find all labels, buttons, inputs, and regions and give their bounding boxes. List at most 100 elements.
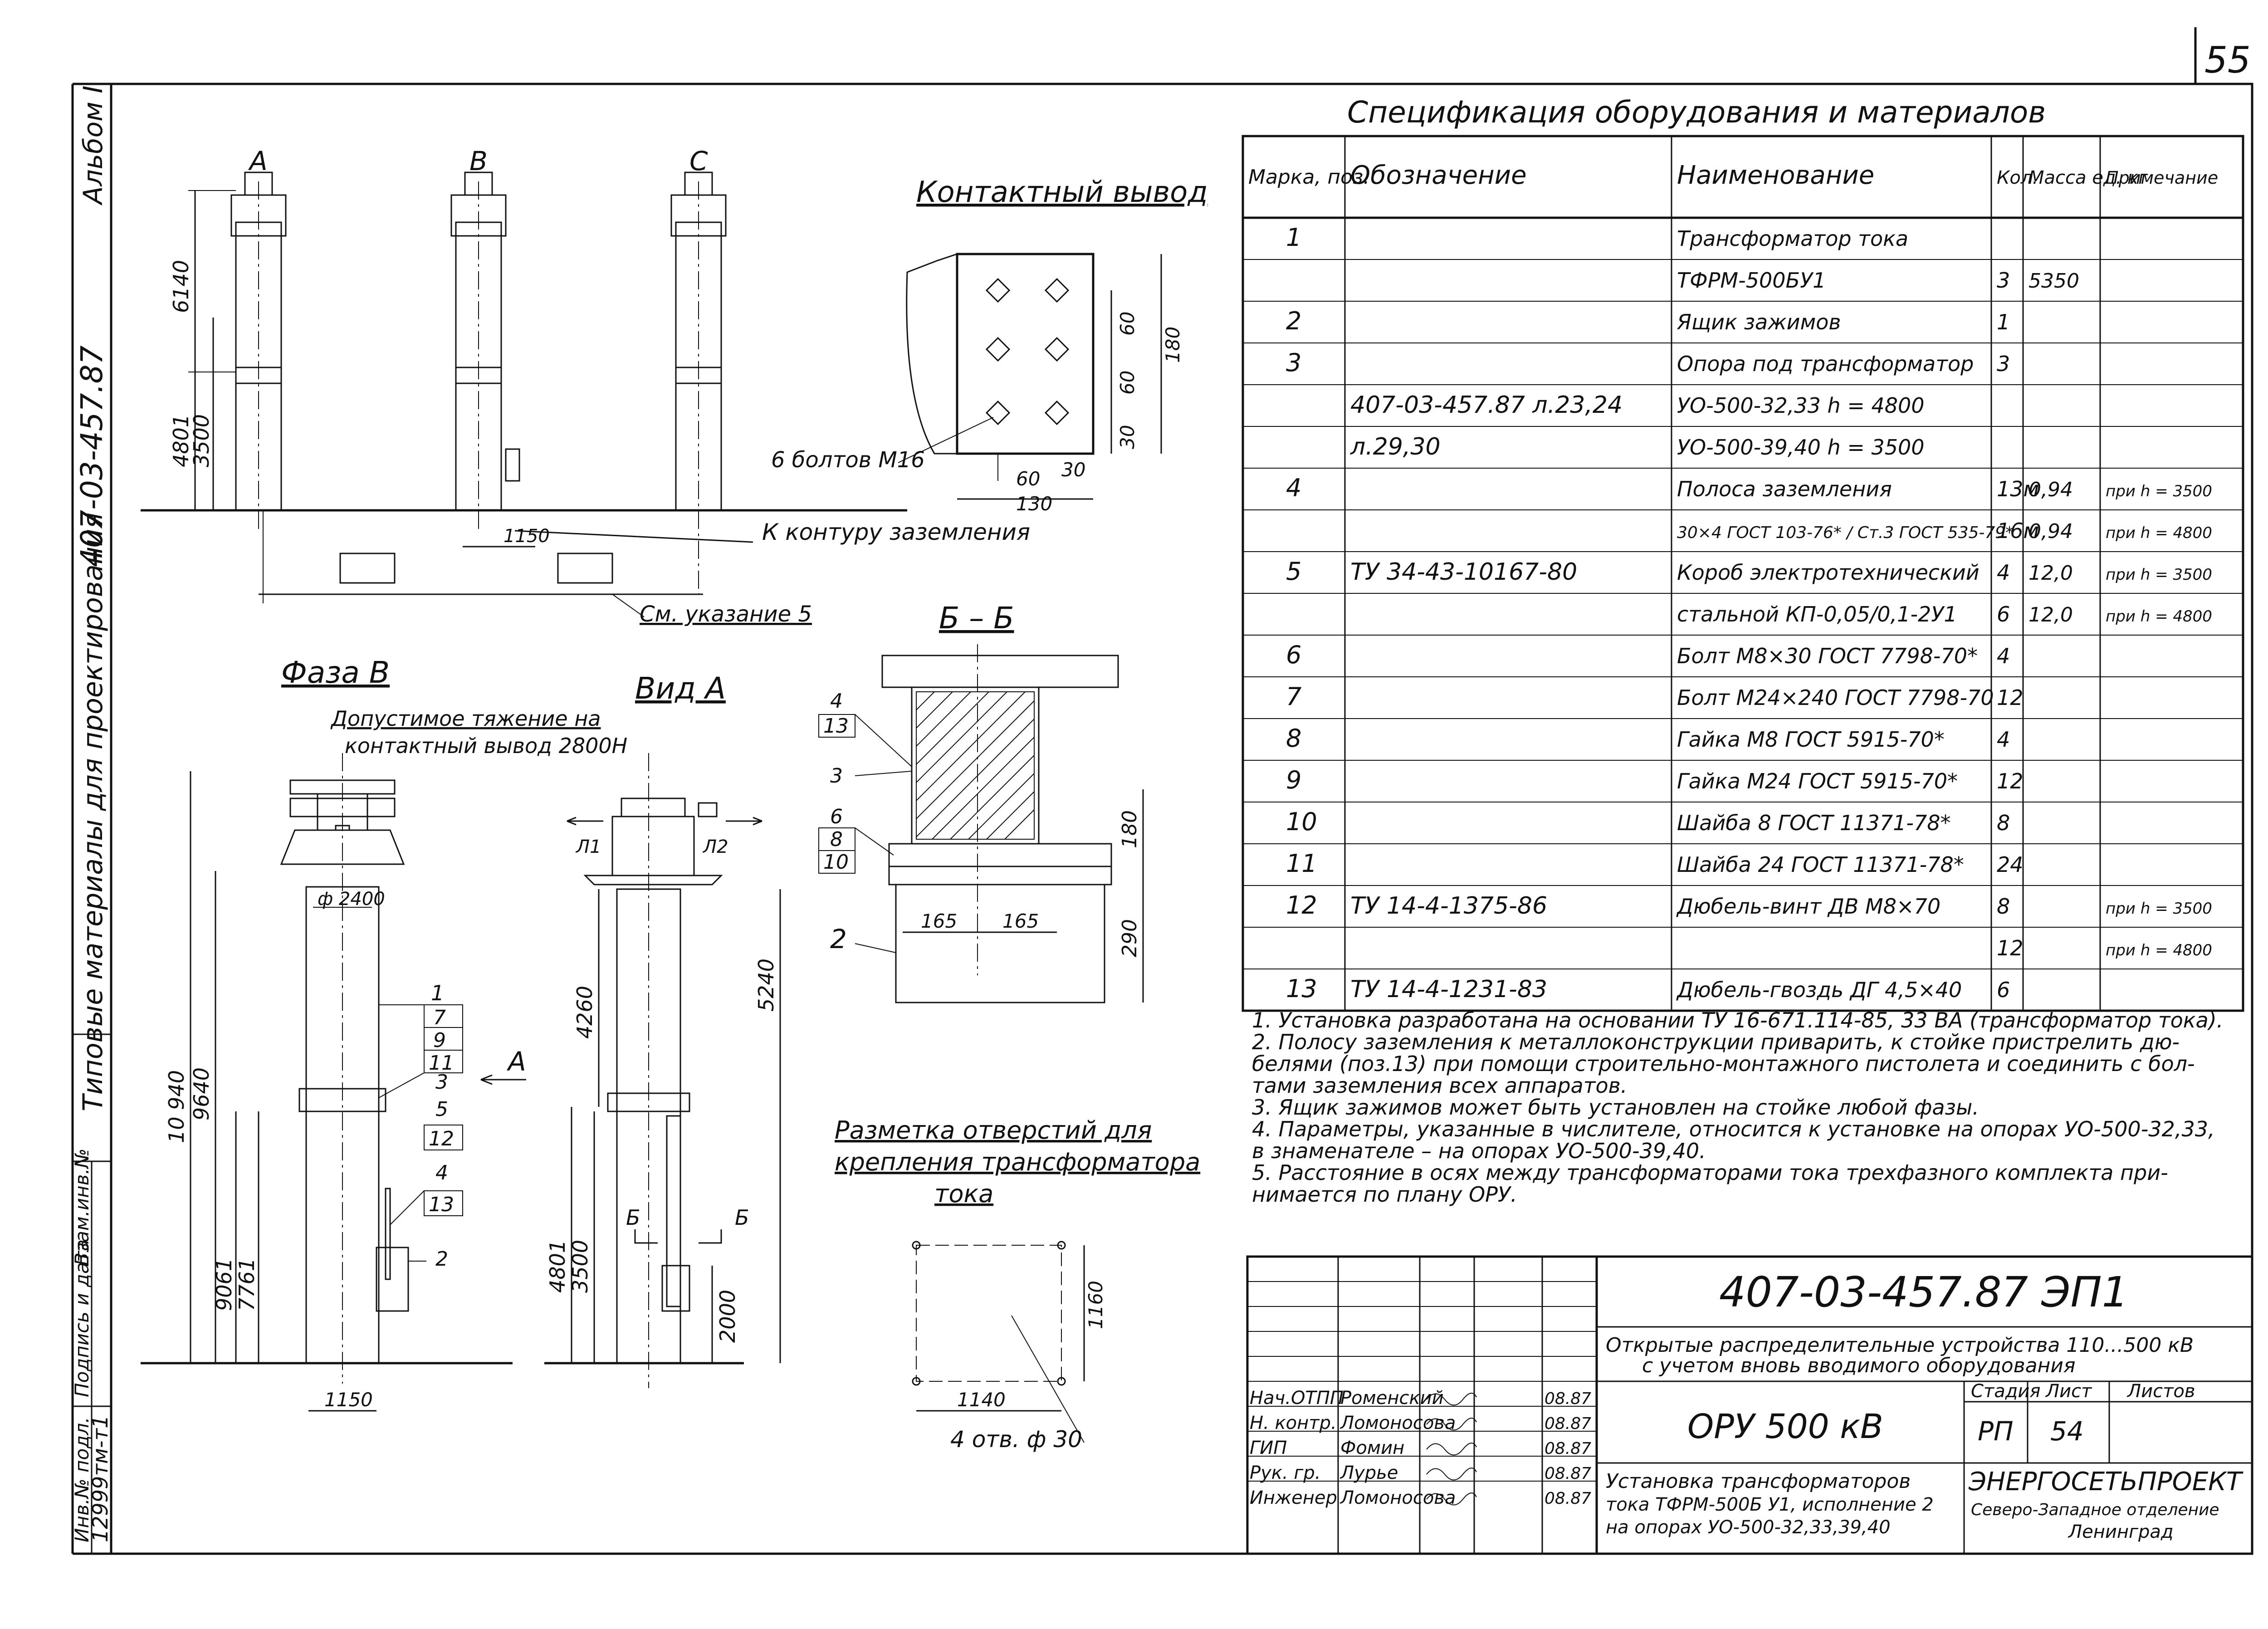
sig-name: Ломоносова xyxy=(1339,1487,1456,1508)
spec-cell: 3 xyxy=(1997,268,2010,293)
spec-cell: 5 xyxy=(1286,557,1301,586)
spec-cell: Опора под трансформатор xyxy=(1677,352,1974,376)
album-label: Альбом I xyxy=(78,86,108,206)
spec-cell: ТУ 14-4-1231-83 xyxy=(1350,976,1547,1003)
spec-cell: при h = 4800 xyxy=(2106,941,2212,959)
spec-cell: 0,94 xyxy=(2028,520,2073,543)
dim-9640: 9640 xyxy=(189,1067,214,1120)
sec-dim-165a: 165 xyxy=(921,910,957,932)
org-city: Ленинград xyxy=(2068,1521,2174,1542)
sec-callout-8: 8 xyxy=(830,828,843,851)
spec-cell: ТУ 14-4-1375-86 xyxy=(1350,892,1547,920)
spec-cell: Шайба 8 ГОСТ 11371-78* xyxy=(1677,811,1950,835)
spec-cell: л.29,30 xyxy=(1350,433,1441,460)
spec-cell: 16м xyxy=(1997,519,2039,543)
ground-note: К контуру заземления xyxy=(762,519,1030,545)
section-b-b: Б – Б 4 13 3 6 8 10 2 180 2 xyxy=(818,601,1144,1003)
sec-callout-10: 10 xyxy=(823,851,849,874)
note-line: белями (поз.13) при помощи строительно-м… xyxy=(1252,1052,2195,1076)
stage-value: РП xyxy=(1978,1416,2014,1447)
spec-cell: Полоса заземления xyxy=(1677,477,1892,501)
callout-7: 7 xyxy=(433,1006,446,1029)
spec-title: Спецификация оборудования и материалов xyxy=(1347,95,2046,130)
sec-callout-13: 13 xyxy=(823,714,849,738)
stamp-signature: Подпись и дата xyxy=(71,1239,93,1397)
handwritten-signature xyxy=(1426,1443,1477,1456)
notes: 1. Установка разработана на основании ТУ… xyxy=(1252,1008,2223,1207)
title-block: 407-03-457.87 ЭП1 Открытые распределител… xyxy=(1246,1255,2253,1555)
spec-cell: Болт М24×240 ГОСТ 7798-70 xyxy=(1677,685,1994,710)
contact-dim-30b: 30 xyxy=(1061,459,1085,481)
diameter-label: ф 2400 xyxy=(318,889,385,910)
contact-dim-180: 180 xyxy=(1162,327,1184,363)
spec-cell: ТФРМ-500БУ1 xyxy=(1677,268,1826,293)
callout-13: 13 xyxy=(429,1193,454,1216)
note-line: 2. Полосу заземления к металлоконструкци… xyxy=(1252,1030,2180,1054)
spec-cell: 6 xyxy=(1997,602,2010,626)
series-title-vertical: Типовые материалы для проектирования xyxy=(77,513,109,1111)
phase-c-column xyxy=(670,171,727,594)
drawing-title-3: на опорах УО-500-32,33,39,40 xyxy=(1606,1517,1891,1538)
spec-cell: Гайка М24 ГОСТ 5915-70* xyxy=(1677,769,1958,793)
dim-5240: 5240 xyxy=(754,959,778,1012)
contact-dim-130: 130 xyxy=(1016,493,1052,515)
sheet-frame xyxy=(110,83,2253,1555)
contact-dim-60c: 60 xyxy=(1016,468,1040,490)
sig-name: Роменский xyxy=(1340,1388,1444,1409)
note-line: в знаменателе – на опорах УО-500-39,40. xyxy=(1252,1139,1706,1163)
sig-role: Инженер xyxy=(1250,1487,1337,1508)
sec-dim-290: 290 xyxy=(1118,919,1141,957)
marking-dim-1160: 1160 xyxy=(1085,1281,1107,1329)
spec-cell: 4 xyxy=(1997,560,2010,585)
spec-cell: 12 xyxy=(1286,891,1317,920)
dim-10940: 10 940 xyxy=(164,1070,189,1143)
sig-date: 08.87 xyxy=(1545,1489,1591,1508)
spec-cell: 24 xyxy=(1997,852,2024,877)
dim-3500-a: 3500 xyxy=(568,1240,592,1293)
callout-3: 3 xyxy=(435,1071,448,1094)
hole-marking: Разметка отверстий для крепления трансфо… xyxy=(835,1116,1200,1453)
note-line: нимается по плану ОРУ. xyxy=(1252,1182,1517,1207)
spec-cell: Болт М8×30 ГОСТ 7798-70* xyxy=(1677,644,1978,668)
handwritten-signature xyxy=(1426,1492,1477,1506)
spec-cell: 0,94 xyxy=(2028,478,2073,501)
sheets-label: Листов xyxy=(2126,1381,2195,1402)
spec-frame xyxy=(1242,135,2244,1012)
dim-3500: 3500 xyxy=(189,414,214,467)
spec-cell: при h = 4800 xyxy=(2106,524,2212,542)
marking-title-3: тока xyxy=(934,1179,993,1208)
dim-1150-top: 1150 xyxy=(503,526,550,547)
org-name: ЭНЕРГОСЕТЬПРОЕКТ xyxy=(1968,1467,2244,1497)
sig-date: 08.87 xyxy=(1545,1414,1591,1433)
sig-date: 08.87 xyxy=(1545,1439,1591,1458)
callout-9: 9 xyxy=(433,1029,446,1052)
sig-name: Лурье xyxy=(1339,1463,1398,1483)
view-a: Вид А Л1 Л2 4260 5240 4801 3500 2000 Б Б xyxy=(544,671,781,1388)
spec-cell: 5350 xyxy=(2028,269,2079,293)
sig-role: Нач.ОТПП xyxy=(1250,1388,1344,1409)
spec-cell: 6 xyxy=(1997,978,2010,1002)
tension-note-1: Допустимое тяжение на xyxy=(330,706,601,731)
spec-cell: 8 xyxy=(1997,894,2010,919)
contact-output-detail: Контактный вывод 60 60 30 180 60 30 130 … xyxy=(771,176,1208,515)
sig-role: Н. контр. xyxy=(1250,1413,1337,1433)
stamp-inv: Инв.№ подл. xyxy=(71,1417,93,1542)
sig-date: 08.87 xyxy=(1545,1389,1591,1408)
stamp-replace: Взам.инв.№ xyxy=(71,1149,93,1266)
spec-cell: Ящик зажимов xyxy=(1677,310,1841,334)
spec-cell: 12 xyxy=(1997,685,2024,710)
view-a-title: Вид А xyxy=(635,671,726,706)
spec-cell: 2 xyxy=(1286,307,1301,335)
spec-cell: Трансформатор тока xyxy=(1677,226,1908,251)
spec-cell: 4 xyxy=(1997,727,2010,752)
sec-callout-6: 6 xyxy=(830,805,843,828)
phase-b-title: Фаза В xyxy=(281,655,390,690)
section-title: Б – Б xyxy=(939,601,1014,636)
spec-cell: 13 xyxy=(1286,974,1317,1003)
note-line: 5. Расстояние в осях между трансформатор… xyxy=(1252,1160,2168,1185)
contact-dim-60a: 60 xyxy=(1116,312,1139,336)
sec-callout-4: 4 xyxy=(830,690,843,713)
dim-4801-a: 4801 xyxy=(545,1240,570,1293)
marking-dim-1140: 1140 xyxy=(957,1389,1006,1411)
sec-dim-165b: 165 xyxy=(1002,910,1039,932)
